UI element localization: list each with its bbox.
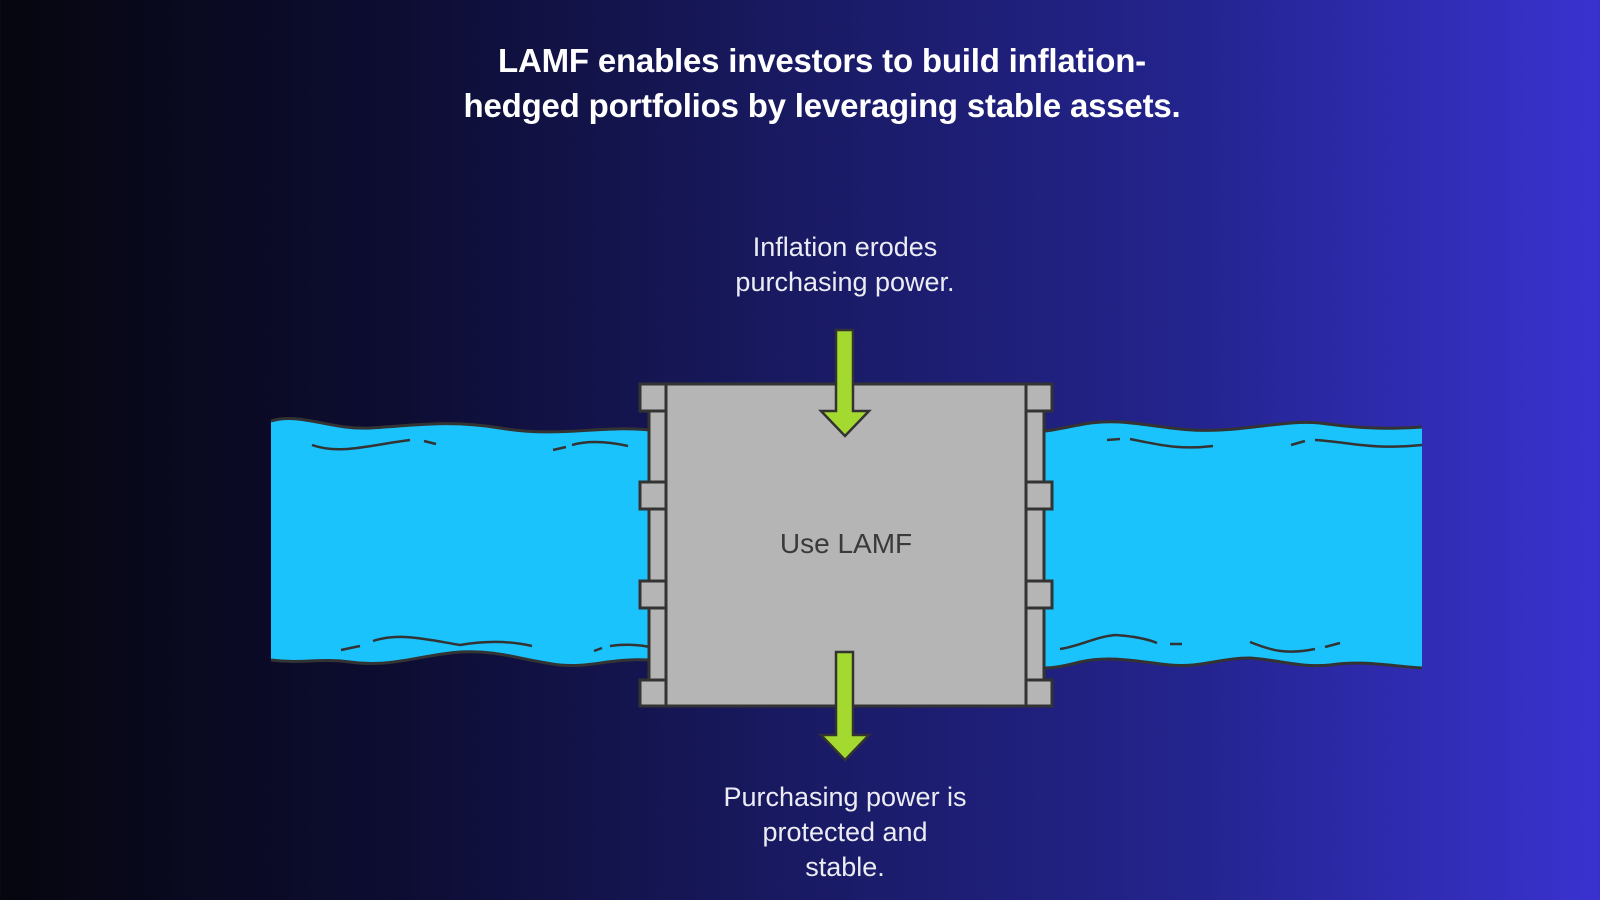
output-label-line-2: protected and (762, 817, 928, 847)
output-label-line-1: Purchasing power is (723, 782, 967, 812)
title-line-2: hedged portfolios by leveraging stable a… (463, 87, 1181, 124)
left-water-stream (270, 416, 651, 668)
input-arrow-icon (818, 328, 872, 438)
output-label: Purchasing power is protected and stable… (680, 780, 1010, 885)
output-label-line-3: stable. (805, 852, 885, 882)
output-arrow-icon (818, 650, 872, 762)
title-line-1: LAMF enables investors to build inflatio… (498, 42, 1146, 79)
input-label-line-1: Inflation erodes (752, 232, 938, 262)
input-label-line-2: purchasing power. (735, 267, 955, 297)
page-title: LAMF enables investors to build inflatio… (0, 38, 1600, 128)
input-label: Inflation erodes purchasing power. (690, 230, 1000, 300)
right-water-stream (1044, 420, 1423, 670)
dam-label: Use LAMF (779, 528, 913, 559)
